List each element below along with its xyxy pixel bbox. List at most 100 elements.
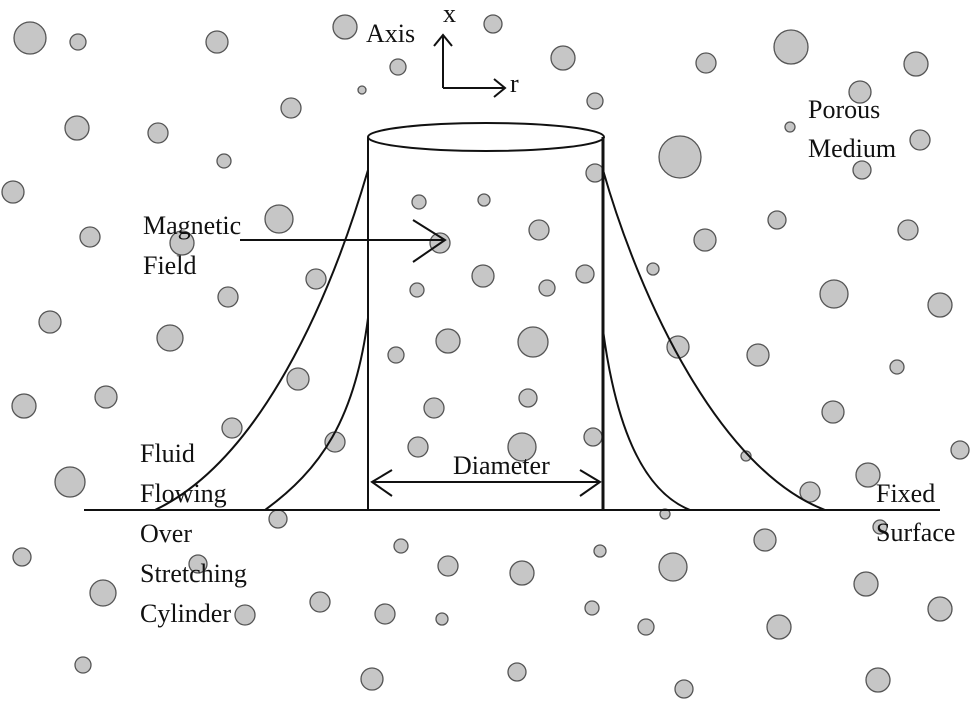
particle [889, 359, 905, 375]
particle [903, 51, 929, 77]
particle [784, 121, 796, 133]
particle [767, 210, 787, 230]
particle [585, 163, 605, 183]
particle [435, 328, 461, 354]
particle [674, 679, 694, 699]
porous-medium-particles [1, 14, 970, 699]
particle [409, 282, 425, 298]
particle [646, 262, 660, 276]
particle [583, 427, 603, 447]
particle [437, 555, 459, 577]
particle [79, 226, 101, 248]
particle [819, 279, 849, 309]
particle [360, 667, 384, 691]
medium-label: Medium [808, 134, 896, 163]
particle [38, 310, 62, 334]
particle [821, 400, 845, 424]
magnetic-field-arrow [240, 219, 447, 263]
particle [13, 21, 47, 55]
particle [575, 264, 595, 284]
particle [658, 552, 688, 582]
fluid-label-5: Cylinder [140, 599, 231, 628]
particle [773, 29, 809, 65]
particle [766, 614, 792, 640]
particle [188, 554, 208, 574]
particle [264, 204, 294, 234]
particle [217, 286, 239, 308]
particle [89, 579, 117, 607]
diameter-arrow [370, 469, 602, 497]
particle [740, 450, 752, 462]
particle [509, 560, 535, 586]
particle [305, 268, 327, 290]
particle [897, 219, 919, 241]
fluid-label-1: Fluid [140, 439, 195, 468]
particle [69, 33, 87, 51]
particle [374, 603, 396, 625]
particle [518, 388, 538, 408]
particle [435, 612, 449, 626]
boundary-layer-left-inner [264, 317, 369, 511]
particle [666, 335, 690, 359]
particle [538, 279, 556, 297]
particle [550, 45, 576, 71]
x-label: x [443, 0, 456, 28]
particle [156, 324, 184, 352]
magnetic-label: Magnetic [143, 211, 241, 240]
particle [309, 591, 331, 613]
boundary-layer-left-outer [154, 169, 369, 511]
particle [234, 604, 256, 626]
fixed-label: Fixed [876, 479, 935, 508]
particle [205, 30, 229, 54]
particle [584, 600, 600, 616]
particle [357, 85, 367, 95]
particle [507, 662, 527, 682]
particle [221, 417, 243, 439]
particle [64, 115, 90, 141]
particle [483, 14, 503, 34]
field-label: Field [143, 251, 196, 280]
particle [477, 193, 491, 207]
particle [423, 397, 445, 419]
particle [11, 393, 37, 419]
particle [324, 431, 346, 453]
axis-label: Axis [366, 19, 415, 48]
particle [872, 519, 888, 535]
boundary-layer-right-outer [602, 169, 826, 511]
diameter-label: Diameter [453, 451, 550, 480]
particle [280, 97, 302, 119]
boundary-layer-right-inner [602, 329, 691, 511]
particle [169, 230, 195, 256]
particle [853, 571, 879, 597]
particle [927, 292, 953, 318]
particle [286, 367, 310, 391]
cylinder-top [367, 122, 605, 152]
particle [471, 264, 495, 288]
particle [637, 618, 655, 636]
particle [586, 92, 604, 110]
porous-label: Porous [808, 95, 880, 124]
particle [528, 219, 550, 241]
particle [507, 432, 537, 462]
particle [693, 228, 717, 252]
r-label: r [510, 69, 519, 98]
particle [147, 122, 169, 144]
particle [927, 596, 953, 622]
particle [852, 160, 872, 180]
particle [216, 153, 232, 169]
particle [848, 80, 872, 104]
particle [909, 129, 931, 151]
particle [94, 385, 118, 409]
particle [517, 326, 549, 358]
particle [593, 544, 607, 558]
particle [389, 58, 407, 76]
particle [746, 343, 770, 367]
fluid-label-3: Over [140, 519, 192, 548]
particle [695, 52, 717, 74]
particle [658, 135, 702, 179]
particle [393, 538, 409, 554]
fluid-label-2: Flowing [140, 479, 227, 508]
particle [1, 180, 25, 204]
particle [54, 466, 86, 498]
